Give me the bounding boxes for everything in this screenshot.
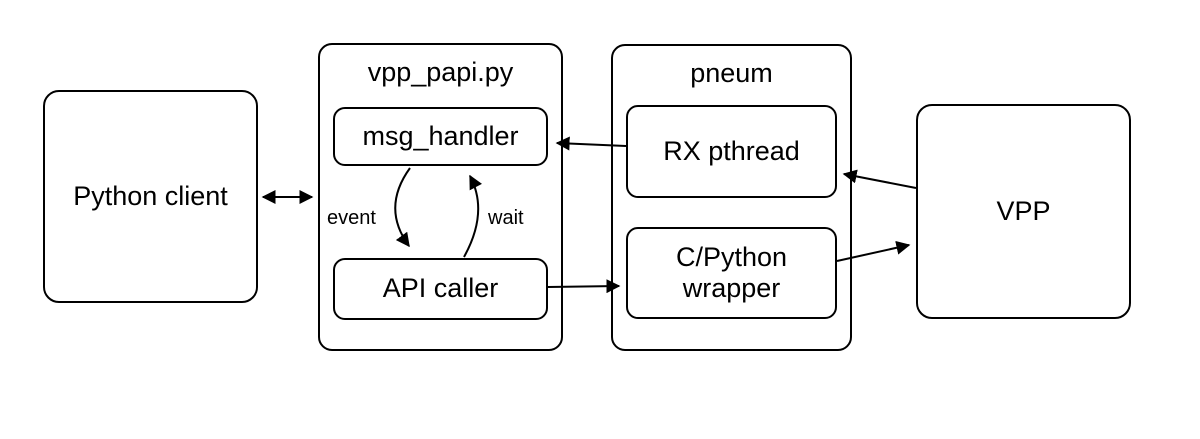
node-vpp: VPP (916, 104, 1131, 319)
node-cpython-wrapper: C/Python wrapper (626, 227, 837, 319)
node-label-python-client: Python client (73, 180, 228, 211)
node-label-vpp: VPP (996, 195, 1051, 226)
node-label-msg-handler: msg_handler (362, 120, 519, 151)
edge-label-event: event (327, 207, 376, 229)
node-api-caller: API caller (333, 258, 548, 320)
node-label-rx-pthread: RX pthread (663, 135, 800, 166)
node-label-api-caller: API caller (382, 273, 499, 304)
node-label-cpython-wrapper: C/Python wrapper (675, 241, 788, 303)
node-python-client: Python client (43, 90, 258, 303)
container-title-pneum: pneum (690, 58, 773, 88)
arrow-vpp-to-rx-pthread (842, 169, 917, 189)
node-msg-handler: msg_handler (333, 107, 548, 166)
node-rx-pthread: RX pthread (626, 105, 837, 198)
edge-label-wait: wait (488, 207, 524, 229)
container-pneum: pneum (611, 44, 852, 351)
container-title-vpp-papi: vpp_papi.py (367, 57, 514, 87)
container-vpp-papi: vpp_papi.py (318, 43, 563, 351)
